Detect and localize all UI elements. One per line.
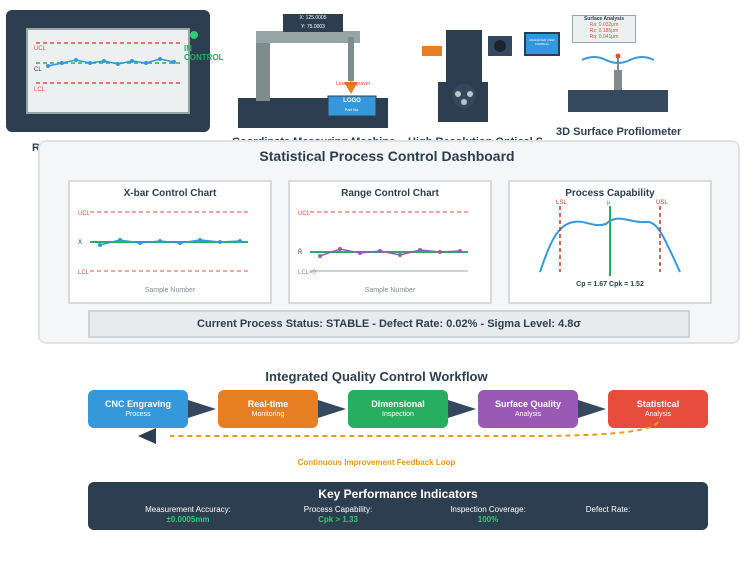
- optical-system: [422, 30, 512, 122]
- step-title: Dimensional: [371, 399, 425, 409]
- step-title: Real-time: [247, 399, 289, 409]
- capability-panel: Process Capability LSL USL μ Cp = 1.67 C…: [508, 180, 712, 304]
- optical-screen: MAGNIFIED VIEW 0.0005mm: [524, 32, 560, 56]
- cmm-logo: LOGO: [343, 98, 361, 104]
- range-chart-panel: Range Control Chart UCL R̄ LCL=0 Sample …: [288, 180, 492, 304]
- optical-screen-value: 0.0005mm: [534, 42, 550, 46]
- cmm-machine: [238, 31, 388, 128]
- range-chart-title: Range Control Chart: [341, 188, 439, 199]
- process-status-bar: Current Process Status: STABLE - Defect …: [88, 310, 690, 338]
- feedback-label: Continuous Improvement Feedback Loop: [297, 458, 456, 467]
- range-center-label: R̄: [298, 249, 303, 256]
- profilometer-machine: [568, 53, 668, 112]
- capability-title: Process Capability: [565, 188, 655, 199]
- kpi-value: Cpk > 1.33: [318, 515, 358, 524]
- xbar-chart: UCL X̄ LCL Sample Number: [78, 211, 248, 294]
- profilometer-rz: Rz: 0.185μm: [589, 28, 619, 34]
- monitor-status: IN CONTROL: [184, 44, 224, 62]
- kpi-label: Measurement Accuracy:: [145, 505, 231, 514]
- monitor-cl: CL: [34, 67, 42, 73]
- cmm-y-readout: Y: 75.0003: [301, 24, 325, 30]
- workflow-step-monitoring: Real-time Monitoring: [218, 390, 318, 428]
- cmm-readout: X: 125.0005 Y: 75.0003: [283, 14, 343, 32]
- monitor-caption: R: [32, 142, 40, 154]
- arrow-right-icon: [578, 400, 606, 418]
- optical-screen-title: MAGNIFIED VIEW: [529, 38, 555, 42]
- capability-stats: Cp = 1.67 Cpk = 1.52: [576, 281, 644, 288]
- step-sub: Process: [125, 411, 151, 418]
- monitor-lcl: LCL: [34, 87, 46, 93]
- profilometer-title: Surface Analysis: [583, 16, 625, 22]
- xbar-chart-title: X-bar Control Chart: [123, 188, 217, 199]
- profilometer-caption: 3D Surface Profilometer: [556, 126, 682, 138]
- step-sub: Analysis: [514, 411, 542, 418]
- profilometer-readout: Surface Analysis Ra: 0.032μm Rz: 0.185μm…: [572, 15, 636, 43]
- kpi-panel: [88, 482, 708, 530]
- kpi-label: Process Capability:: [303, 505, 373, 514]
- range-chart: UCL R̄ LCL=0 Sample Number: [298, 211, 468, 294]
- kpi-label: Defect Rate:: [585, 505, 631, 514]
- step-sub: Analysis: [644, 411, 672, 418]
- cmm-x-readout: X: 125.0005: [299, 15, 327, 21]
- range-xlabel: Sample Number: [365, 287, 416, 294]
- workflow-step-inspection: Dimensional Inspection: [348, 390, 448, 428]
- kpi-label: Inspection Coverage:: [450, 505, 526, 514]
- xbar-xlabel: Sample Number: [145, 287, 196, 294]
- arrow-right-icon: [188, 400, 216, 418]
- xbar-chart-panel: X-bar Control Chart UCL X̄ LCL Sample Nu…: [68, 180, 272, 304]
- dashboard-title: Statistical Process Control Dashboard: [259, 148, 515, 164]
- cmm-laser-label: Laser Engraver: [336, 81, 371, 87]
- step-sub: Inspection: [382, 411, 414, 418]
- monitor-chart: UCL CL LCL: [34, 42, 180, 93]
- step-title: Surface Quality: [494, 399, 562, 409]
- workflow-step-surface: Surface Quality Analysis: [478, 390, 578, 428]
- monitor-ucl: UCL: [34, 46, 47, 52]
- workflow-step-cnc: CNC Engraving Process: [88, 390, 188, 428]
- cmm-part-no: Part No.: [344, 107, 360, 112]
- arrow-right-icon: [318, 400, 346, 418]
- kpi-value: ±0.0005mm: [166, 515, 210, 524]
- range-ucl-label: UCL: [298, 211, 311, 217]
- feedback-loop-arrow: [138, 421, 659, 444]
- profilometer-ra: Ra: 0.032μm: [589, 22, 619, 28]
- capability-usl: USL: [656, 200, 668, 206]
- workflow-title: Integrated Quality Control Workflow: [265, 369, 488, 384]
- step-sub: Monitoring: [251, 411, 285, 418]
- realtime-monitor: UCL CL LCL IN CONTROL: [6, 10, 224, 132]
- capability-mu: μ: [607, 200, 611, 206]
- kpi-value: 100%: [477, 515, 499, 524]
- step-title: CNC Engraving: [104, 399, 171, 409]
- monitor-screen: UCL CL LCL: [26, 28, 190, 114]
- capability-lsl: LSL: [556, 200, 567, 206]
- xbar-center-label: X̄: [78, 239, 82, 246]
- xbar-lcl-label: LCL: [78, 270, 90, 276]
- kpi-title: Key Performance Indicators: [318, 487, 478, 501]
- capability-chart: LSL USL μ Cp = 1.67 Cpk = 1.52: [539, 200, 681, 288]
- step-title: Statistical: [636, 399, 680, 409]
- xbar-ucl-label: UCL: [78, 211, 91, 217]
- status-indicator-icon: [190, 31, 198, 39]
- workflow-step-statistical: Statistical Analysis: [608, 390, 708, 428]
- profilometer-rq: Rq: 0.041μm: [589, 34, 619, 40]
- range-lcl-label: LCL=0: [298, 270, 317, 276]
- arrow-right-icon: [448, 400, 476, 418]
